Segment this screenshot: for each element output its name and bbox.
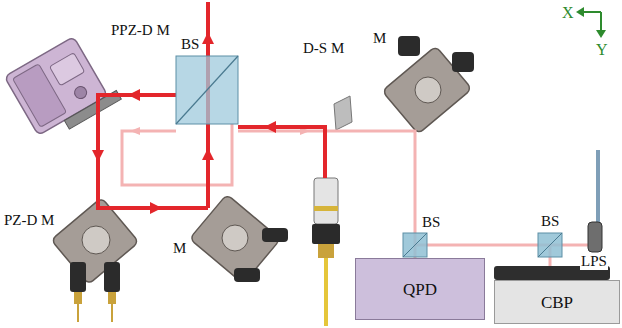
red-beam [98, 2, 325, 208]
part-name: BS [421, 214, 441, 231]
qpd-box: QPD [355, 258, 485, 320]
lps-sensor [588, 150, 602, 252]
red-arrowheads [92, 32, 276, 214]
beam-splitter-cube [538, 233, 562, 257]
beam-splitter-cube [403, 233, 427, 257]
axis-label: Y [595, 41, 609, 58]
ppzd-mirror-mount [4, 32, 121, 145]
part-name: D-S M [302, 40, 345, 57]
part-name: M [172, 240, 187, 257]
part-name: M [372, 30, 387, 47]
beam-splitter: BS [176, 56, 238, 124]
mirror-mount [382, 36, 474, 134]
pink-beam [122, 124, 588, 272]
beam-splitter-diagonal [176, 56, 238, 124]
beam-splitter-diagonal [538, 233, 562, 257]
part-name: BS [540, 213, 560, 230]
pzd-mirror-mount [51, 198, 139, 322]
d-shaped-mirror [334, 96, 352, 130]
axes [576, 7, 606, 38]
axis-label: X [561, 4, 575, 21]
node-label: BS [180, 35, 200, 54]
beam-splitter-diagonal [403, 233, 427, 257]
node-label: CBP [541, 293, 573, 312]
part-name: PZ-D M [3, 212, 55, 229]
cbp-stage: CBP [494, 280, 620, 324]
beam-splitter-cube [176, 56, 238, 124]
part-name: LPS [580, 253, 608, 270]
part-name: PPZ-D M [110, 22, 171, 39]
fiber-objective [312, 178, 340, 326]
node-label: QPD [403, 280, 437, 299]
